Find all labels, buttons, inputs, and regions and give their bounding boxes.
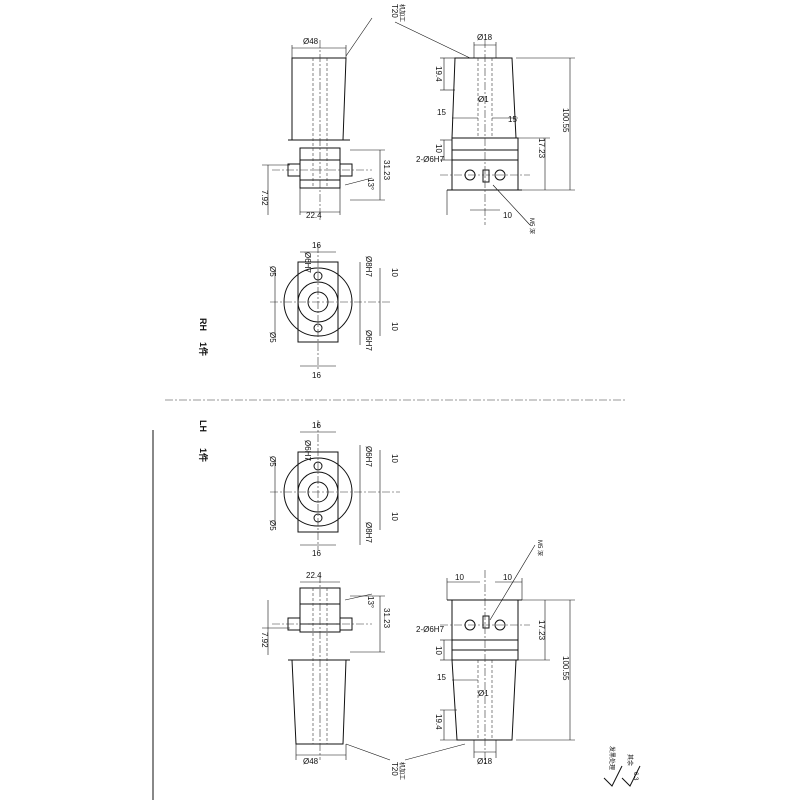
rh-dim-d1: Ø1 <box>478 95 489 104</box>
rh-dim-d6h7a: Ø6H7 <box>303 252 312 273</box>
rh-dim-top16: 16 <box>312 241 321 250</box>
lh-end-view <box>270 420 400 550</box>
lh-dim-h100: 100.55 <box>561 656 570 681</box>
rh-dim-t20: T20 <box>390 4 399 18</box>
lh-dim-bot16: 16 <box>312 549 321 558</box>
lh-dim-h10: 10 <box>434 646 443 655</box>
lh-dim-t20: T20 <box>390 762 399 776</box>
rh-dim-v10a: 10 <box>390 268 399 277</box>
lh-thread-note: M5 深 <box>536 540 544 556</box>
rh-dim-d5b: Ø5 <box>268 332 277 343</box>
lh-dim-top16: 16 <box>312 421 321 430</box>
lh-dim-w15: 15 <box>437 673 446 682</box>
rh-dim-d8h7: Ø8H7 <box>364 256 373 277</box>
lh-dim-d8h7: Ø8H7 <box>364 522 373 543</box>
rh-dim-h19: 19.4 <box>434 66 443 82</box>
lh-dim-d5b: Ø5 <box>268 520 277 531</box>
lh-dim-h19: 19.4 <box>434 714 443 730</box>
lh-dim-d1: Ø1 <box>478 689 489 698</box>
lh-dim-d6h7b: Ø6H7 <box>364 446 373 467</box>
rh-dim-v10b: 10 <box>390 322 399 331</box>
rh-side-view <box>262 17 471 220</box>
lh-dim-holes: 2-Ø6H7 <box>416 625 445 634</box>
lh-dim-h7: 7.92 <box>260 632 269 648</box>
rh-view-label: RH <box>198 318 208 331</box>
lh-dim-d6h7a: Ø6H7 <box>303 440 312 461</box>
rh-dim-w10: 10 <box>503 211 512 220</box>
lh-dim-ang13: 13° <box>366 596 375 608</box>
lh-dim-d5a: Ø5 <box>268 456 277 467</box>
lh-bore-note: 机加工 <box>398 762 406 780</box>
rh-front-view <box>440 40 575 226</box>
rh-dim-h17: 17.23 <box>537 138 546 159</box>
rh-dim-w22: 22.4 <box>306 211 322 220</box>
rh-dim-holes: 2-Ø6H7 <box>416 155 445 164</box>
rh-end-view <box>270 245 390 370</box>
rh-dim-d5a: Ø5 <box>268 266 277 277</box>
lh-dim-w22: 22.4 <box>306 571 322 580</box>
lh-front-view <box>440 544 575 765</box>
rh-dim-h100: 100.55 <box>561 108 570 133</box>
note-roughness-value: 6.3 <box>632 772 638 781</box>
rh-dim-d18: Ø18 <box>477 33 493 42</box>
note-roughness: 其余 <box>626 754 634 766</box>
rh-dim-w15a: 15 <box>437 108 446 117</box>
rh-qty-label: 1件 <box>198 342 209 356</box>
rh-dim-h31: 31.23 <box>382 160 391 181</box>
rh-dim-w15b: 15 <box>508 115 517 124</box>
rh-dim-bot16: 16 <box>312 371 321 380</box>
note-treatment: 发黑处理 <box>608 746 616 770</box>
rh-dim-ang13: 13° <box>366 178 375 190</box>
lh-side-view <box>262 575 466 761</box>
lh-dim-w10b: 10 <box>503 573 512 582</box>
rh-dim-h7: 7.92 <box>260 190 269 206</box>
lh-dim-h31: 31.23 <box>382 608 391 629</box>
lh-dim-d48: Ø48 <box>303 757 319 766</box>
rh-dim-d6h7b: Ø6H7 <box>364 330 373 351</box>
rh-bore-note: 机加工 <box>398 4 406 22</box>
rh-dim-h10: 10 <box>434 144 443 153</box>
lh-dim-w10a: 10 <box>455 573 464 582</box>
lh-qty-label: 1件 <box>198 448 209 462</box>
lh-dim-v10a: 10 <box>390 454 399 463</box>
lh-dim-d18: Ø18 <box>477 757 493 766</box>
rh-dim-d48: Ø48 <box>303 37 319 46</box>
lh-dim-v10b: 10 <box>390 512 399 521</box>
lh-view-label: LH <box>198 420 208 432</box>
rh-thread-note: M5 深 <box>528 218 536 234</box>
lh-dim-h17: 17.23 <box>537 620 546 641</box>
roughness-symbol <box>603 765 641 787</box>
